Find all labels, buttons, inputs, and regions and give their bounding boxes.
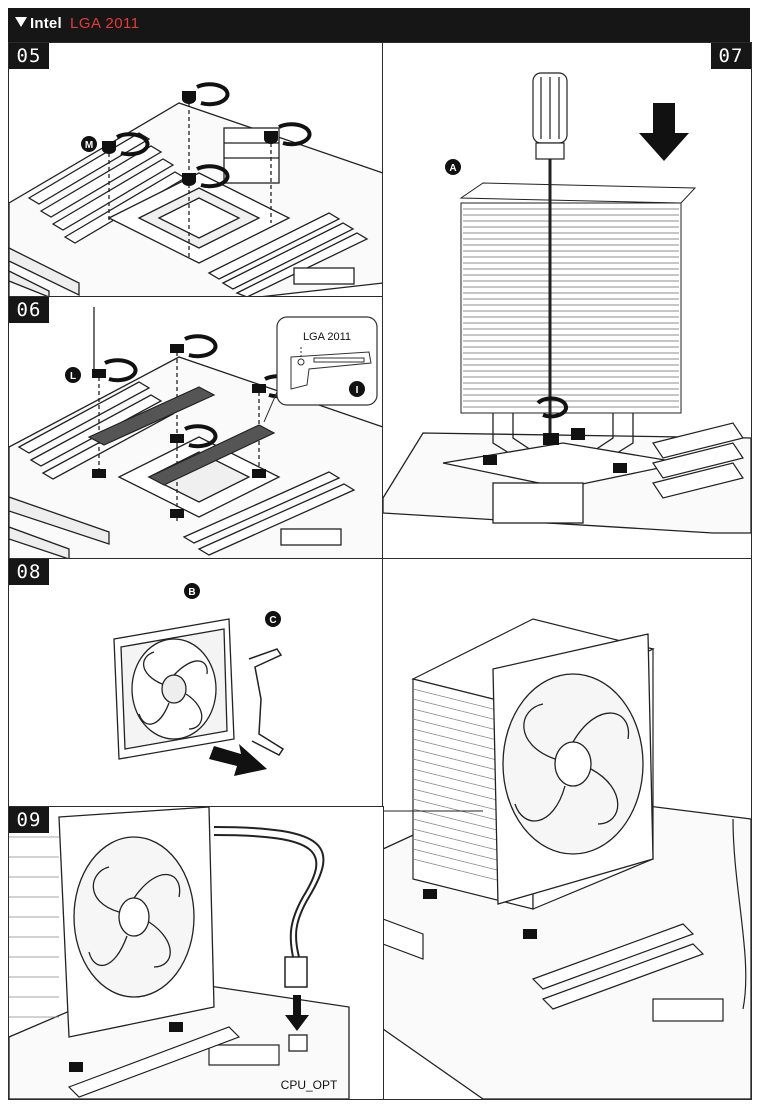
- header-socket: LGA 2011: [70, 15, 140, 32]
- step-08-result-panel: [382, 558, 752, 1100]
- step-09-panel: 09: [8, 806, 384, 1100]
- step-06-number: 06: [9, 297, 49, 323]
- badge-i: I: [356, 385, 359, 396]
- step-06-panel: 06: [8, 296, 384, 560]
- section-header: Intel LGA 2011: [8, 8, 750, 42]
- cpu-opt-label: CPU_OPT: [281, 1078, 338, 1092]
- down-arrow-icon: [639, 103, 689, 161]
- step-08-panel: 08 B C: [8, 558, 384, 808]
- badge-c: C: [269, 615, 276, 626]
- step-09-number: 09: [9, 807, 49, 833]
- step-08-illustration: B C: [113, 583, 285, 776]
- fan-icon: [58, 807, 215, 1038]
- step-05-panel: 05: [8, 42, 384, 298]
- callout-label: LGA 2011: [303, 331, 351, 343]
- step-07-panel: 07 A: [382, 42, 752, 560]
- down-arrow-icon: [285, 995, 309, 1031]
- fan-clip: [248, 648, 285, 756]
- header-brand: Intel: [30, 15, 62, 32]
- step-06-illustration: L LGA 2011 I: [9, 307, 383, 559]
- step-05-illustration: M: [9, 82, 383, 297]
- fan-connector: [284, 956, 308, 988]
- triangle-down-icon: [15, 17, 27, 27]
- badge-l: L: [70, 371, 76, 382]
- badge-m: M: [85, 140, 93, 151]
- badge-a: A: [449, 163, 456, 174]
- manual-page: Intel LGA 2011 05: [8, 8, 752, 1100]
- left-arrow-icon: [209, 744, 267, 776]
- step-07-illustration: A: [383, 72, 751, 534]
- lga-callout: LGA 2011 I: [263, 316, 378, 423]
- fan-icon: [113, 618, 235, 760]
- step-09-illustration: CPU_OPT: [9, 807, 350, 1099]
- badge-b: B: [188, 587, 195, 598]
- assembled-cooler-illustration: [383, 618, 751, 1099]
- step-05-number: 05: [9, 43, 49, 69]
- step-07-number: 07: [711, 43, 751, 69]
- step-08-number: 08: [9, 559, 49, 585]
- cpu-opt-header: [288, 1034, 308, 1052]
